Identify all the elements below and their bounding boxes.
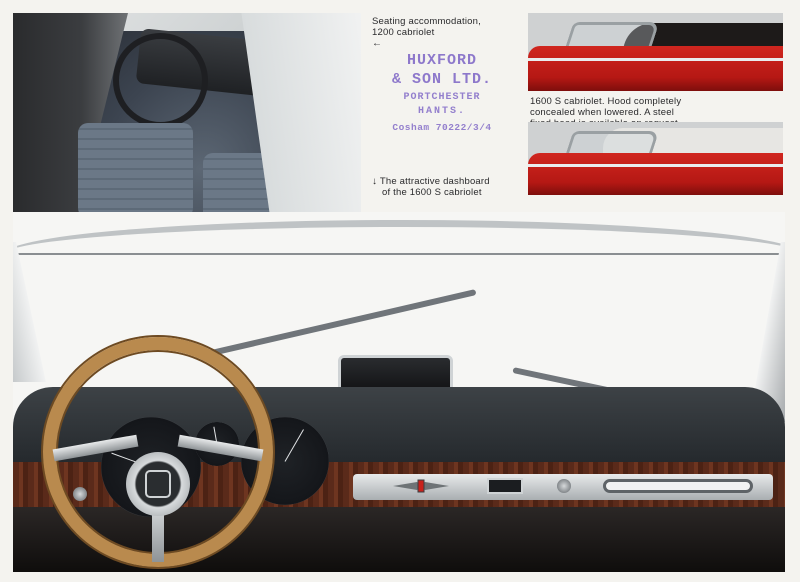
caption-seating-line-1: Seating accommodation, — [372, 16, 481, 27]
caption-dashboard-line-2: of the 1600 S cabriolet — [382, 187, 482, 198]
stamp-line-3: PORTCHESTER — [403, 92, 481, 103]
stamp-line-5: Cosham 70222/3/4 — [392, 122, 492, 133]
caption-seating-line-2: 1200 cabriolet — [372, 27, 435, 38]
chrome-trim — [528, 164, 783, 168]
glovebox-handle — [603, 479, 753, 493]
windscreen-frame — [13, 220, 785, 255]
caption-hood-line-1: 1600 S cabriolet. Hood completely — [530, 96, 682, 107]
caption-seating: Seating accommodation, 1200 cabriolet ← — [372, 16, 522, 49]
dealer-stamp: HUXFORD & SON LTD. PORTCHESTER HANTS. Co… — [382, 52, 502, 133]
photo-cabriolet-soft-top — [528, 13, 783, 91]
stamp-line-1: HUXFORD — [406, 52, 477, 69]
steering-hub — [126, 452, 190, 516]
dashboard-photo-1600s — [13, 212, 785, 572]
hardtop-roof — [603, 128, 783, 154]
caption-dashboard-text-1: The attractive dashboard — [379, 176, 490, 187]
caption-hood-line-2: concealed when lowered. A steel — [530, 107, 675, 118]
caption-dashboard: ↓ The attractive dashboard of the 1600 S… — [372, 176, 522, 198]
photo-cabriolet-hardtop — [528, 122, 783, 195]
ashtray-slot — [487, 478, 523, 494]
red-car-body — [528, 152, 783, 195]
chrome-trim — [528, 58, 783, 62]
driver-seat — [78, 123, 193, 218]
arrow-left-icon: ← — [372, 38, 383, 49]
windscreen-post-left — [13, 242, 46, 382]
red-car-body — [528, 45, 783, 91]
gauge-tick — [284, 429, 304, 462]
arrow-down-icon: ↓ — [372, 176, 378, 187]
wiper-left — [202, 289, 477, 358]
stamp-line-2: & SON LTD. — [391, 71, 492, 88]
caption-dashboard-line-1: ↓ The attractive dashboard — [372, 176, 522, 187]
fiat-badge-icon — [145, 470, 171, 498]
stamp-line-4: HANTS. — [417, 106, 466, 117]
winged-badge-icon — [391, 478, 451, 494]
interior-steering-wheel — [113, 33, 208, 128]
dash-knob — [557, 479, 571, 493]
